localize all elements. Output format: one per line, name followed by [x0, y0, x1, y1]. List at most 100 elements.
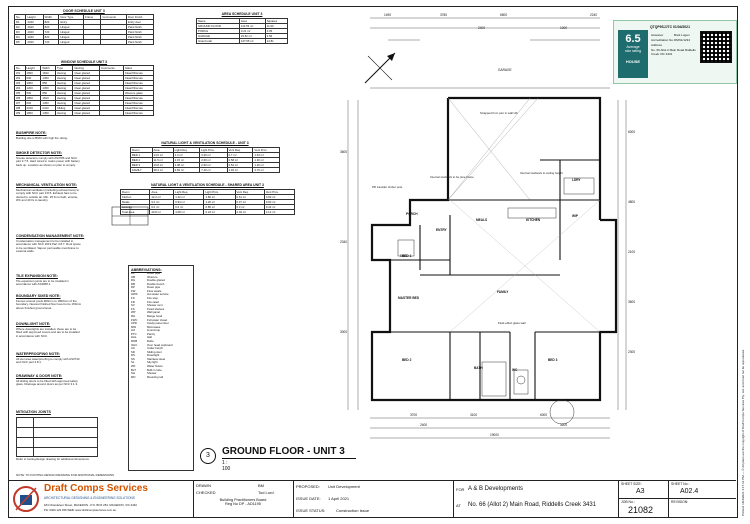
sheet-no-label: SHEET No.:	[671, 482, 690, 486]
drawing-title-text: GROUND FLOOR - UNIT 3	[222, 446, 345, 457]
abbreviation-meaning: Wall panel	[147, 310, 160, 315]
margin-copyright: Printed: 1/04/2021 3:17:31 PM — © All pl…	[741, 349, 745, 516]
abbreviation-code: DG	[131, 278, 136, 283]
drawing-scale: 1 : 100	[222, 460, 231, 472]
job-no-label: JOB No.:	[621, 500, 635, 504]
floor-plan	[347, 17, 627, 439]
plan-note: Internal studwork to ceiling height	[520, 171, 563, 175]
sheet-size-value: A3	[636, 488, 645, 495]
proposed-label: PROPOSED:	[296, 484, 320, 489]
abbreviation-row: OHC Over head cupboard	[131, 342, 191, 348]
dim-label: 2340	[340, 240, 348, 244]
note-heading: DOWNLIGHT NOTE:	[16, 322, 51, 326]
badge-rating-box: 6.5 Average star rating HOUSE	[618, 30, 648, 78]
mitigation-body: Refer to footing/design drawing for addi…	[16, 457, 90, 461]
abbreviation-code: FW	[131, 288, 136, 293]
badge-sub2: star rating	[625, 49, 641, 53]
sheet-border	[8, 6, 738, 518]
badge-value1: Brett Logan	[674, 33, 690, 37]
abbreviation-meaning: Built in robe	[147, 367, 162, 372]
abbreviation-code: WP	[131, 310, 136, 315]
note-body: Mechanical ventilation (including exhaus…	[16, 188, 79, 203]
job-no-value: 21082	[628, 505, 654, 515]
company-name: Draft Comps Services	[44, 483, 148, 494]
revision-label: REVISION:	[671, 500, 689, 504]
room-bed1: BED 1	[402, 254, 412, 258]
note-body: Building site is BMO with high fire rati…	[16, 136, 68, 140]
abbreviation-meaning: Linen/mop	[147, 328, 161, 333]
room-bed2: BED 2	[402, 358, 412, 362]
for-value: A & B Developments	[468, 486, 524, 492]
abbreviation-meaning: Full water closet	[147, 317, 168, 322]
room-porch: PORCH	[406, 212, 418, 216]
abbreviation-code: HWS	[131, 292, 138, 297]
abbreviation-code: FWC	[131, 317, 138, 322]
abbreviation-code: CPD	[131, 321, 137, 326]
dim-label: 3700	[410, 413, 418, 417]
abbreviation-meaning: Obscure	[147, 274, 158, 279]
checked-value: Tod Lord	[258, 490, 274, 495]
plan-note: Fluid-effect glass wall	[498, 321, 526, 325]
abbreviation-meaning: Down pipe	[147, 285, 161, 290]
drawing-title-rule	[222, 458, 356, 459]
sheet-size-label: SHEET SIZE:	[621, 482, 642, 486]
dim-label: 19000	[490, 433, 499, 437]
abbreviation-meaning: Water fixture	[147, 364, 163, 369]
room-master-bed: MASTER BED	[398, 296, 420, 300]
area-schedule-title: AREA SCHEDULE UNIT 3	[221, 12, 263, 16]
dim-label: 2300	[628, 350, 636, 354]
abbreviation-code: PTC	[131, 331, 137, 336]
issue-date-value: 1 April 2021	[328, 496, 350, 501]
abbreviation-code: FS	[131, 296, 135, 301]
note-body: All wet area waterproofing to comply wit…	[16, 357, 80, 365]
qr-code-icon	[700, 31, 732, 63]
abbreviation-code: FS	[131, 306, 135, 311]
dim-label: 2400	[478, 26, 486, 30]
abbreviation-code: DP	[131, 271, 135, 275]
sheet-no-value: A02.4	[680, 488, 699, 495]
plan-note: Strapped from pier in wall HS	[480, 111, 518, 115]
abbreviation-row: FWC Full water closet	[131, 317, 191, 323]
abbreviation-meaning: Cavity panel door	[147, 321, 169, 326]
room-family: FAMILY	[497, 290, 509, 294]
badge-label3: Address	[651, 43, 663, 47]
abbreviation-code: MN	[131, 374, 136, 379]
dim-label: 3780	[440, 13, 448, 17]
north-arrow-icon	[364, 52, 396, 84]
abbreviation-meaning: Fire rated	[147, 299, 159, 304]
abbreviation-code: SS	[131, 356, 135, 361]
note-heading: SMOKE DETECTOR NOTE:	[16, 151, 63, 155]
window-schedule-title: WINDOW SCHEDULE UNIT 3	[60, 60, 108, 64]
abbreviation-code: HAL	[131, 335, 137, 340]
note-heading: WATERPROOFING NOTE:	[16, 352, 61, 356]
at-label: AT	[456, 503, 461, 508]
badge-sub1: Average	[626, 45, 640, 49]
note-heading: BOUNDARY SIXED NOTE:	[16, 294, 61, 298]
company-address: 184 Chandeleur Street, MACEDON - P.O. BO…	[44, 503, 137, 507]
dim-label: 3000	[340, 330, 348, 334]
abbreviation-code: OHC	[131, 342, 138, 347]
room-entry: ENTRY	[436, 228, 447, 232]
abbreviation-meaning: Over head cupboard	[147, 342, 173, 347]
abbreviation-code: WF	[131, 364, 136, 369]
